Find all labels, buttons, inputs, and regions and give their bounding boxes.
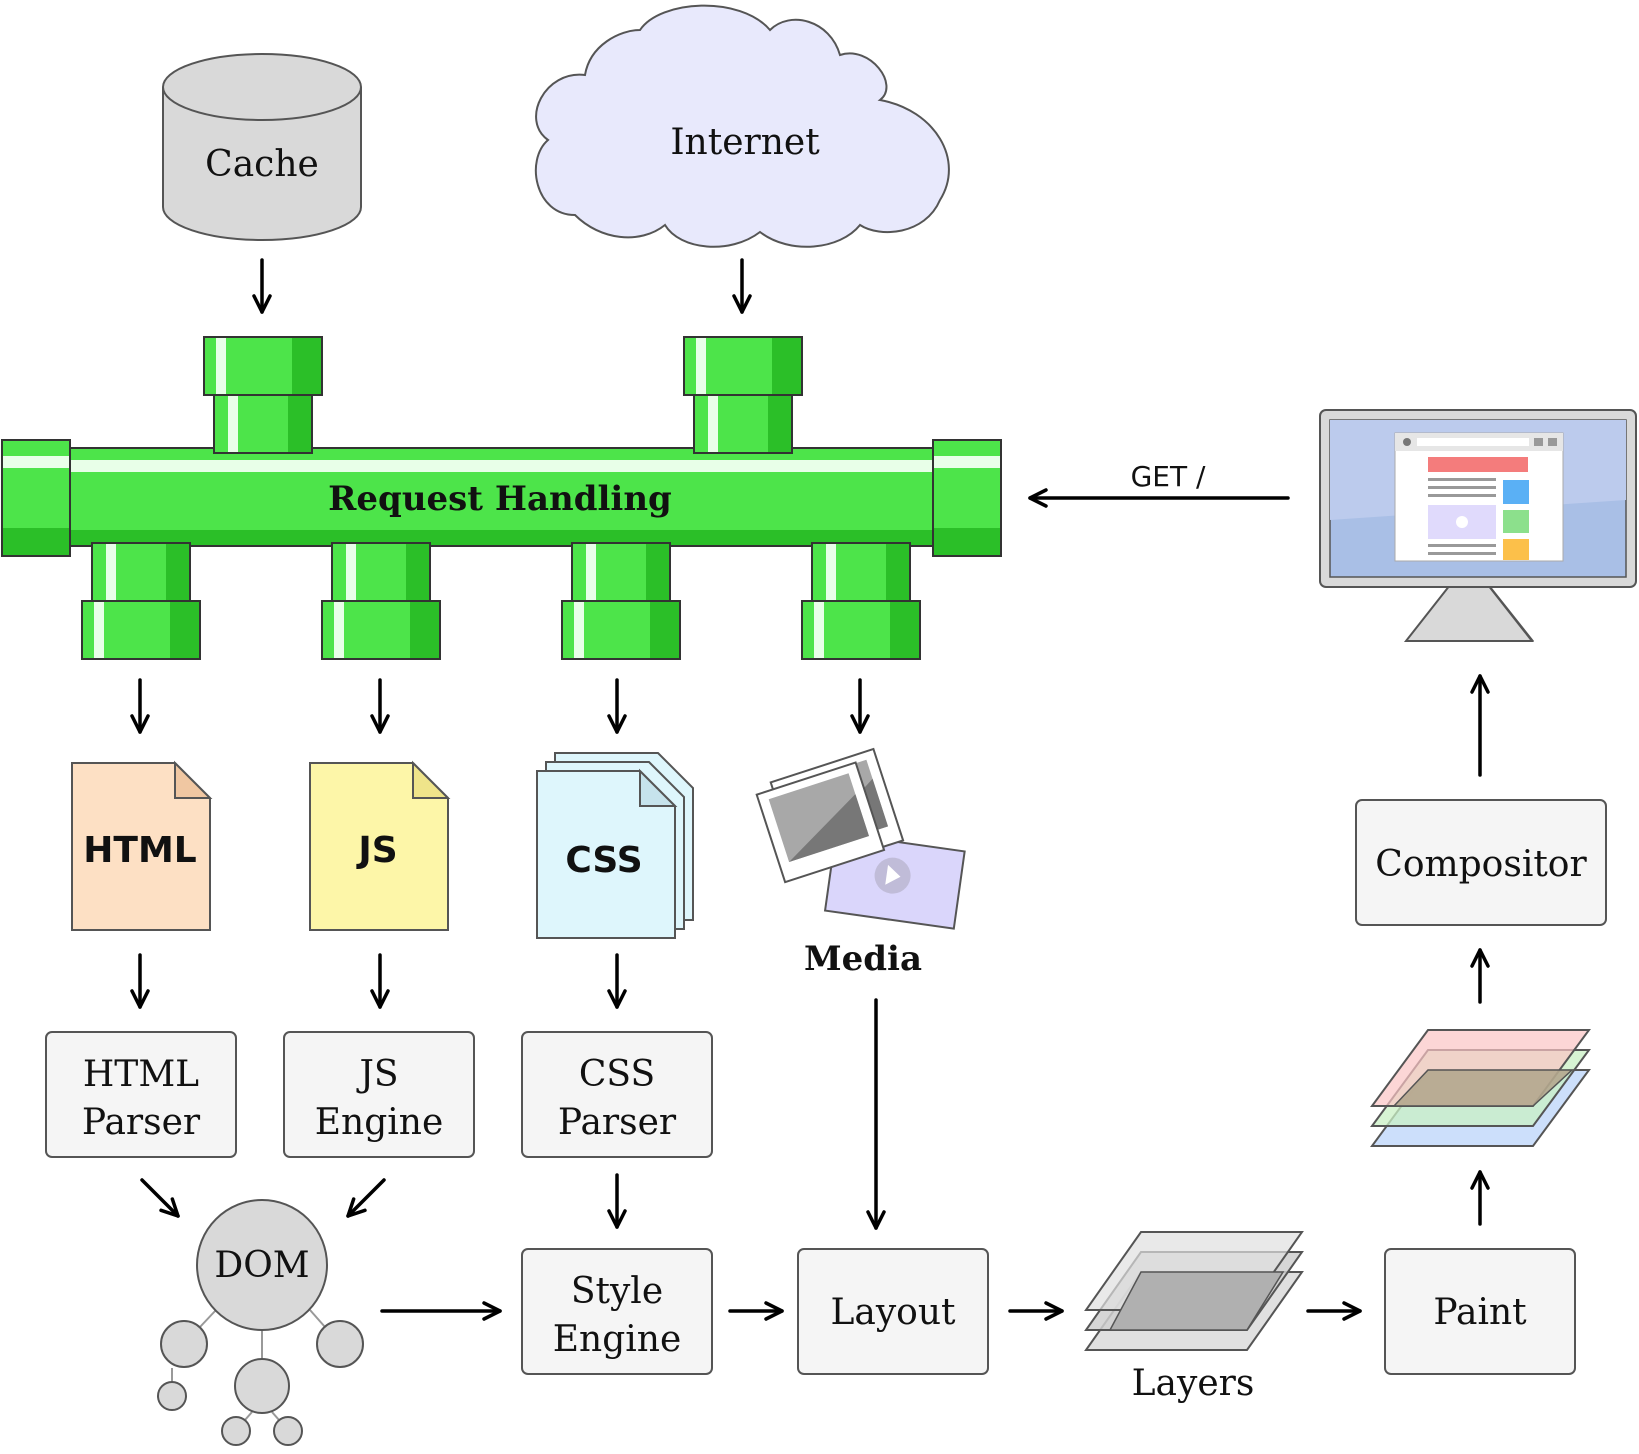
paint-box: Paint: [1384, 1248, 1576, 1375]
colored-layers-icon: [1370, 1029, 1591, 1147]
arrow-js-engine-to-dom: [346, 1178, 386, 1218]
style-engine-box: Style Engine: [521, 1248, 713, 1375]
pipe-outlet-css: [561, 542, 681, 660]
js-engine-box: JS Engine: [283, 1031, 475, 1158]
compositor-label: Compositor: [1375, 844, 1587, 885]
pipe-outlet-media: [801, 542, 921, 660]
request-handling-label: Request Handling: [328, 479, 672, 519]
pipe-outlet-html: [81, 542, 201, 660]
css-parser-box: CSS Parser: [521, 1031, 713, 1158]
compositor-box: Compositor: [1355, 799, 1607, 926]
js-file-icon: JS: [309, 760, 451, 931]
pipe-cap-left: [1, 439, 71, 557]
pipe-cap-right: [932, 439, 1002, 557]
internet-label: Internet: [670, 122, 820, 163]
cache-label: Cache: [205, 144, 319, 185]
css-file-stack-icon: CSS: [536, 752, 694, 939]
layers-label: Layers: [1132, 1363, 1255, 1404]
html-file-label: HTML: [83, 830, 196, 871]
html-file-icon: HTML: [71, 760, 213, 931]
webpage-thumbnail: [1394, 432, 1564, 562]
cache-node: Cache: [162, 53, 362, 241]
monitor-icon: [1319, 409, 1637, 642]
css-parser-label-line1: CSS: [579, 1054, 655, 1095]
layers-icon: Layers: [1084, 1231, 1304, 1404]
style-engine-label-line1: Style: [571, 1271, 663, 1312]
get-request-label: GET /: [1131, 460, 1206, 493]
js-engine-label-line2: Engine: [315, 1102, 444, 1143]
pipe-inlet-internet: [683, 336, 803, 454]
internet-node: Internet: [534, 4, 950, 248]
html-parser-label-line1: HTML: [83, 1054, 199, 1095]
css-parser-label-line2: Parser: [558, 1102, 677, 1143]
media-label: Media: [804, 939, 922, 979]
paint-label: Paint: [1433, 1292, 1527, 1333]
dom-label: DOM: [214, 1245, 309, 1286]
js-engine-label-line1: JS: [355, 1054, 398, 1095]
js-file-label: JS: [355, 830, 397, 871]
layout-box: Layout: [797, 1248, 989, 1375]
request-handling-pipe: Request Handling: [1, 336, 1002, 660]
pipe-outlet-js: [321, 542, 441, 660]
dom-tree: DOM: [157, 1199, 364, 1446]
media-icon: Media: [755, 747, 966, 979]
pipe-inlet-cache: [203, 336, 323, 454]
html-parser-label-line2: Parser: [82, 1102, 201, 1143]
arrow-html-parser-to-dom: [140, 1178, 180, 1218]
html-parser-box: HTML Parser: [45, 1031, 237, 1158]
style-engine-label-line2: Engine: [553, 1319, 682, 1360]
css-file-label: CSS: [565, 840, 642, 881]
layout-label: Layout: [830, 1292, 956, 1333]
